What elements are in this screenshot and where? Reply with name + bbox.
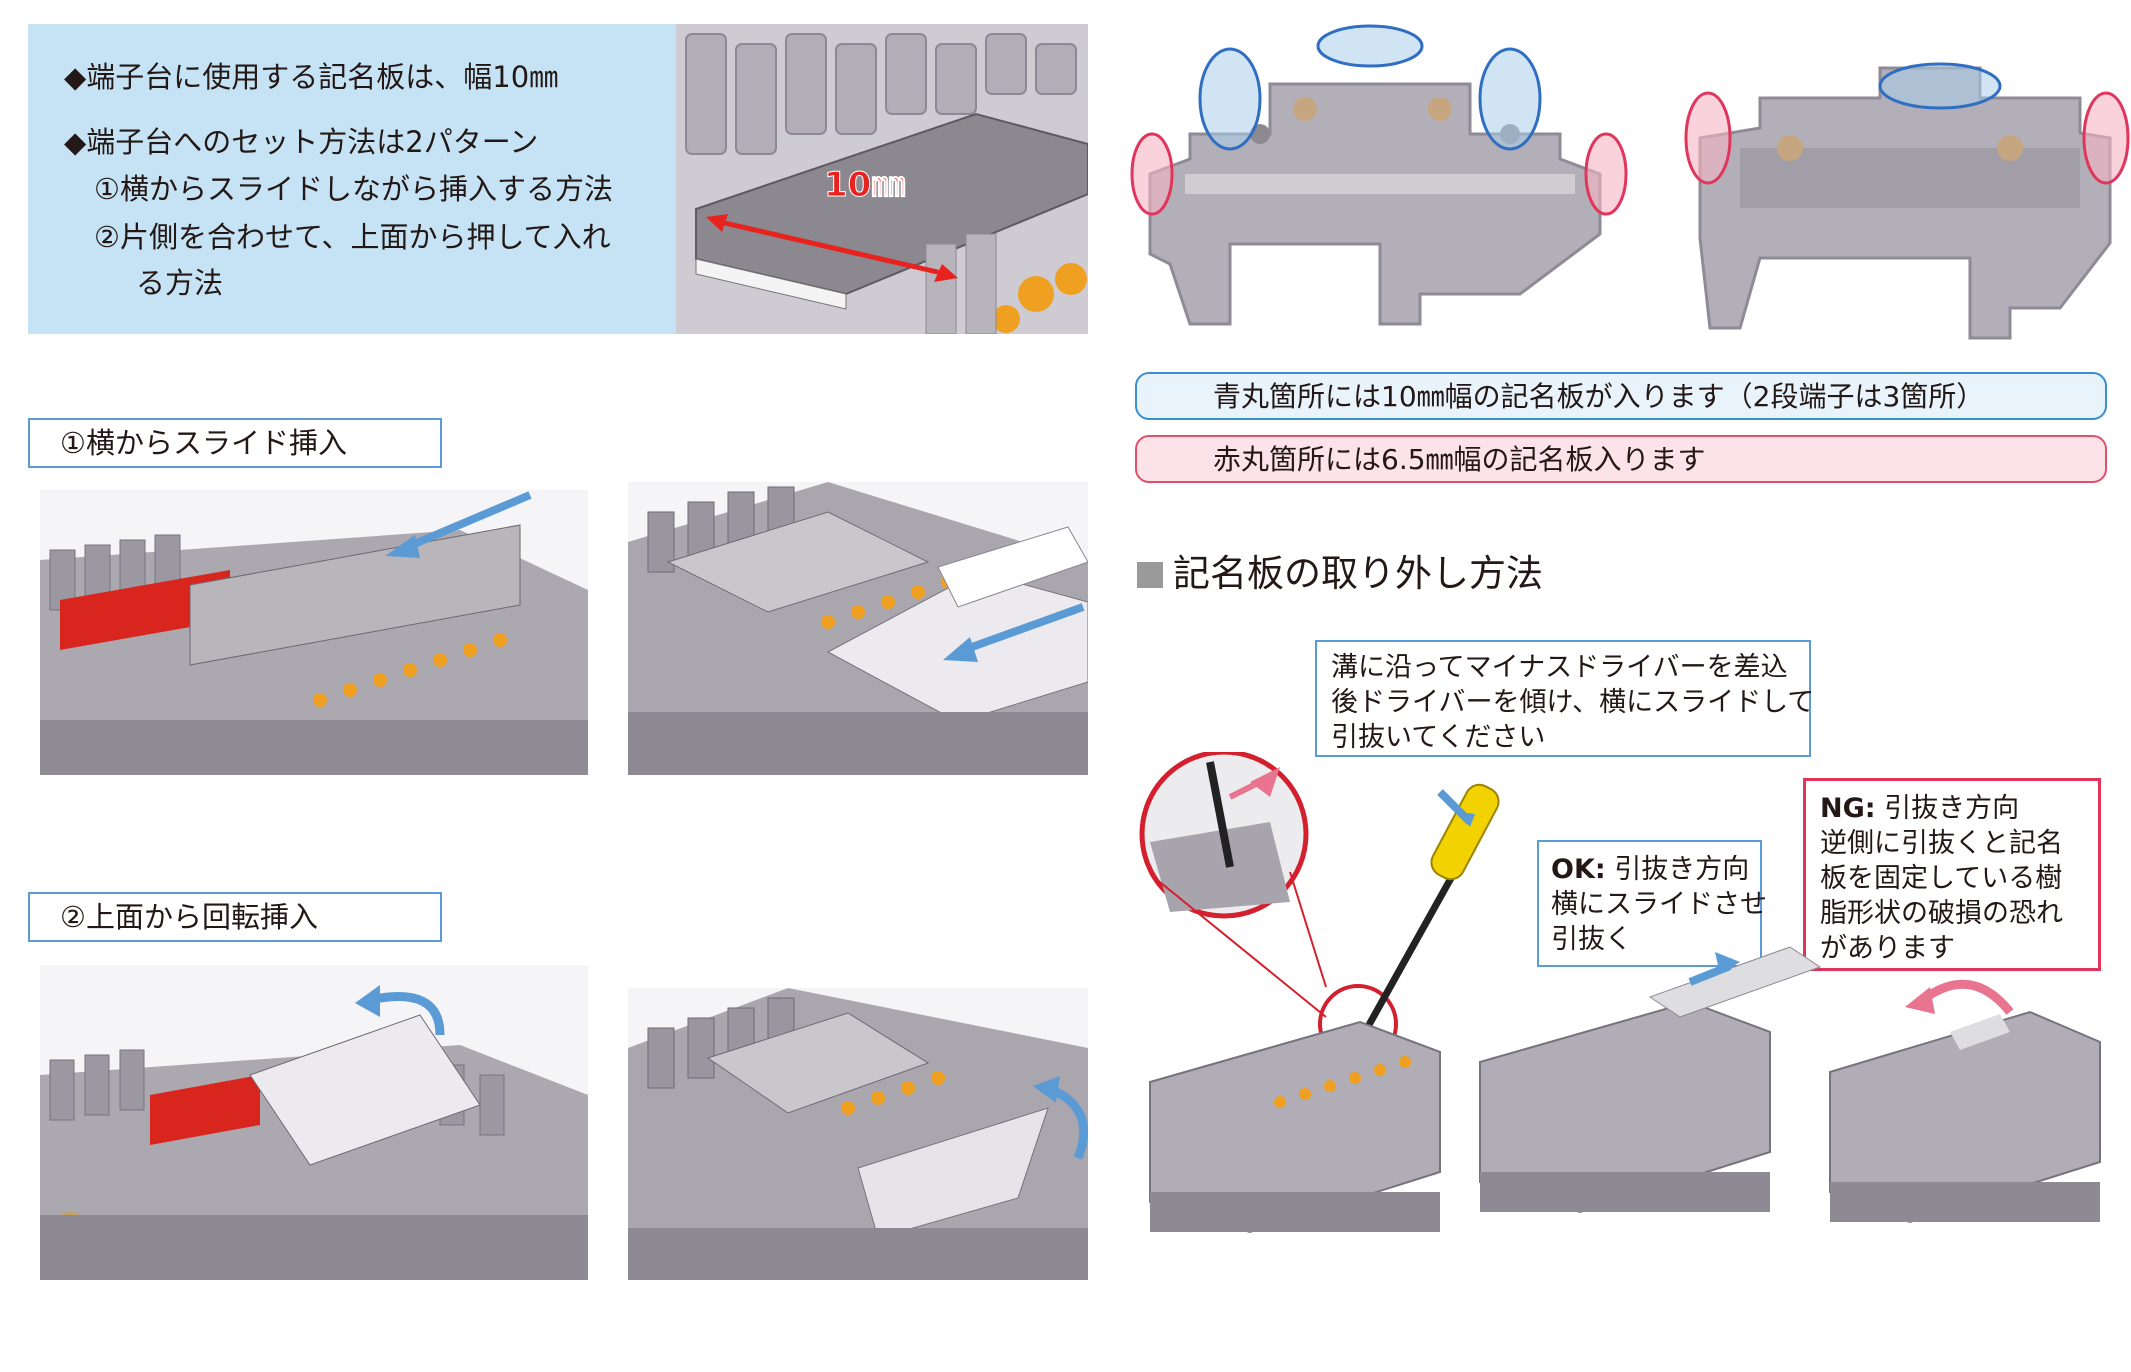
section-slide-insert-label: ①横からスライド挿入 (28, 418, 442, 468)
ng-line-1: 引抜き方向 (1884, 793, 2020, 824)
ng-line-2: 逆側に引抜くと記名 (1820, 828, 2063, 859)
blue-circle-legend: 青丸箇所には10㎜幅の記名板が入ります（2段端子は3箇所） (1135, 372, 2107, 420)
ng-line-3: 板を固定している樹 (1820, 863, 2063, 894)
ok-direction-note: OK: 引抜き方向 横にスライドさせ 引抜く (1537, 840, 1767, 967)
ok-label: OK: (1551, 854, 1606, 885)
rotate-insert-image-1 (40, 965, 588, 1280)
intro-line-width: ◆端子台に使用する記名板は、幅10㎜ (64, 60, 559, 94)
plate-width-illustration: 10㎜ (676, 24, 1088, 334)
ng-label: NG: (1820, 793, 1876, 824)
ok-line-1: 引抜き方向 (1614, 854, 1750, 885)
instruction-line-1: 溝に沿ってマイナスドライバーを差込 (1331, 652, 1788, 683)
ng-line-4: 脂形状の破損の恐れ (1820, 898, 2063, 929)
instruction-line-2: 後ドライバーを傾け、横にスライドして (1331, 687, 1815, 718)
dimension-10mm-label: 10㎜ (824, 165, 905, 205)
ok-line-2: 横にスライドさせ (1551, 889, 1767, 920)
removal-section-title: 記名板の取り外し方法 (1137, 543, 1543, 597)
intro-line-method-2: ②片側を合わせて、上面から押して入れ (94, 220, 611, 254)
rotate-insert-image-2 (628, 988, 1088, 1280)
terminal-side-view-single (1130, 24, 1628, 346)
intro-line-method-1: ①横からスライドしながら挿入する方法 (94, 172, 613, 206)
intro-box: ◆端子台に使用する記名板は、幅10㎜ ◆端子台へのセット方法は2パターン ①横か… (28, 24, 676, 334)
ng-line-5: があります (1820, 933, 1955, 964)
slide-insert-image-1 (40, 490, 588, 775)
terminal-side-view-double (1680, 58, 2131, 346)
removal-title-text: 記名板の取り外し方法 (1173, 552, 1543, 595)
section-rotate-insert-label: ②上面から回転挿入 (28, 892, 442, 942)
slide-insert-image-2 (628, 482, 1088, 775)
screwdriver-instruction-note: 溝に沿ってマイナスドライバーを差込 後ドライバーを傾け、横にスライドして 引抜い… (1315, 640, 1815, 757)
removal-illustration (1130, 752, 2130, 1292)
intro-line-method-2-cont: る方法 (136, 266, 224, 300)
ok-line-3: 引抜く (1551, 924, 1632, 955)
ng-direction-note: NG: 引抜き方向 逆側に引抜くと記名 板を固定している樹 脂形状の破損の恐れ … (1803, 778, 2101, 971)
instruction-line-3: 引抜いてください (1331, 722, 1546, 753)
red-circle-legend: 赤丸箇所には6.5㎜幅の記名板入ります (1135, 435, 2107, 483)
square-bullet-icon (1137, 562, 1163, 588)
intro-line-patterns: ◆端子台へのセット方法は2パターン (64, 125, 539, 159)
